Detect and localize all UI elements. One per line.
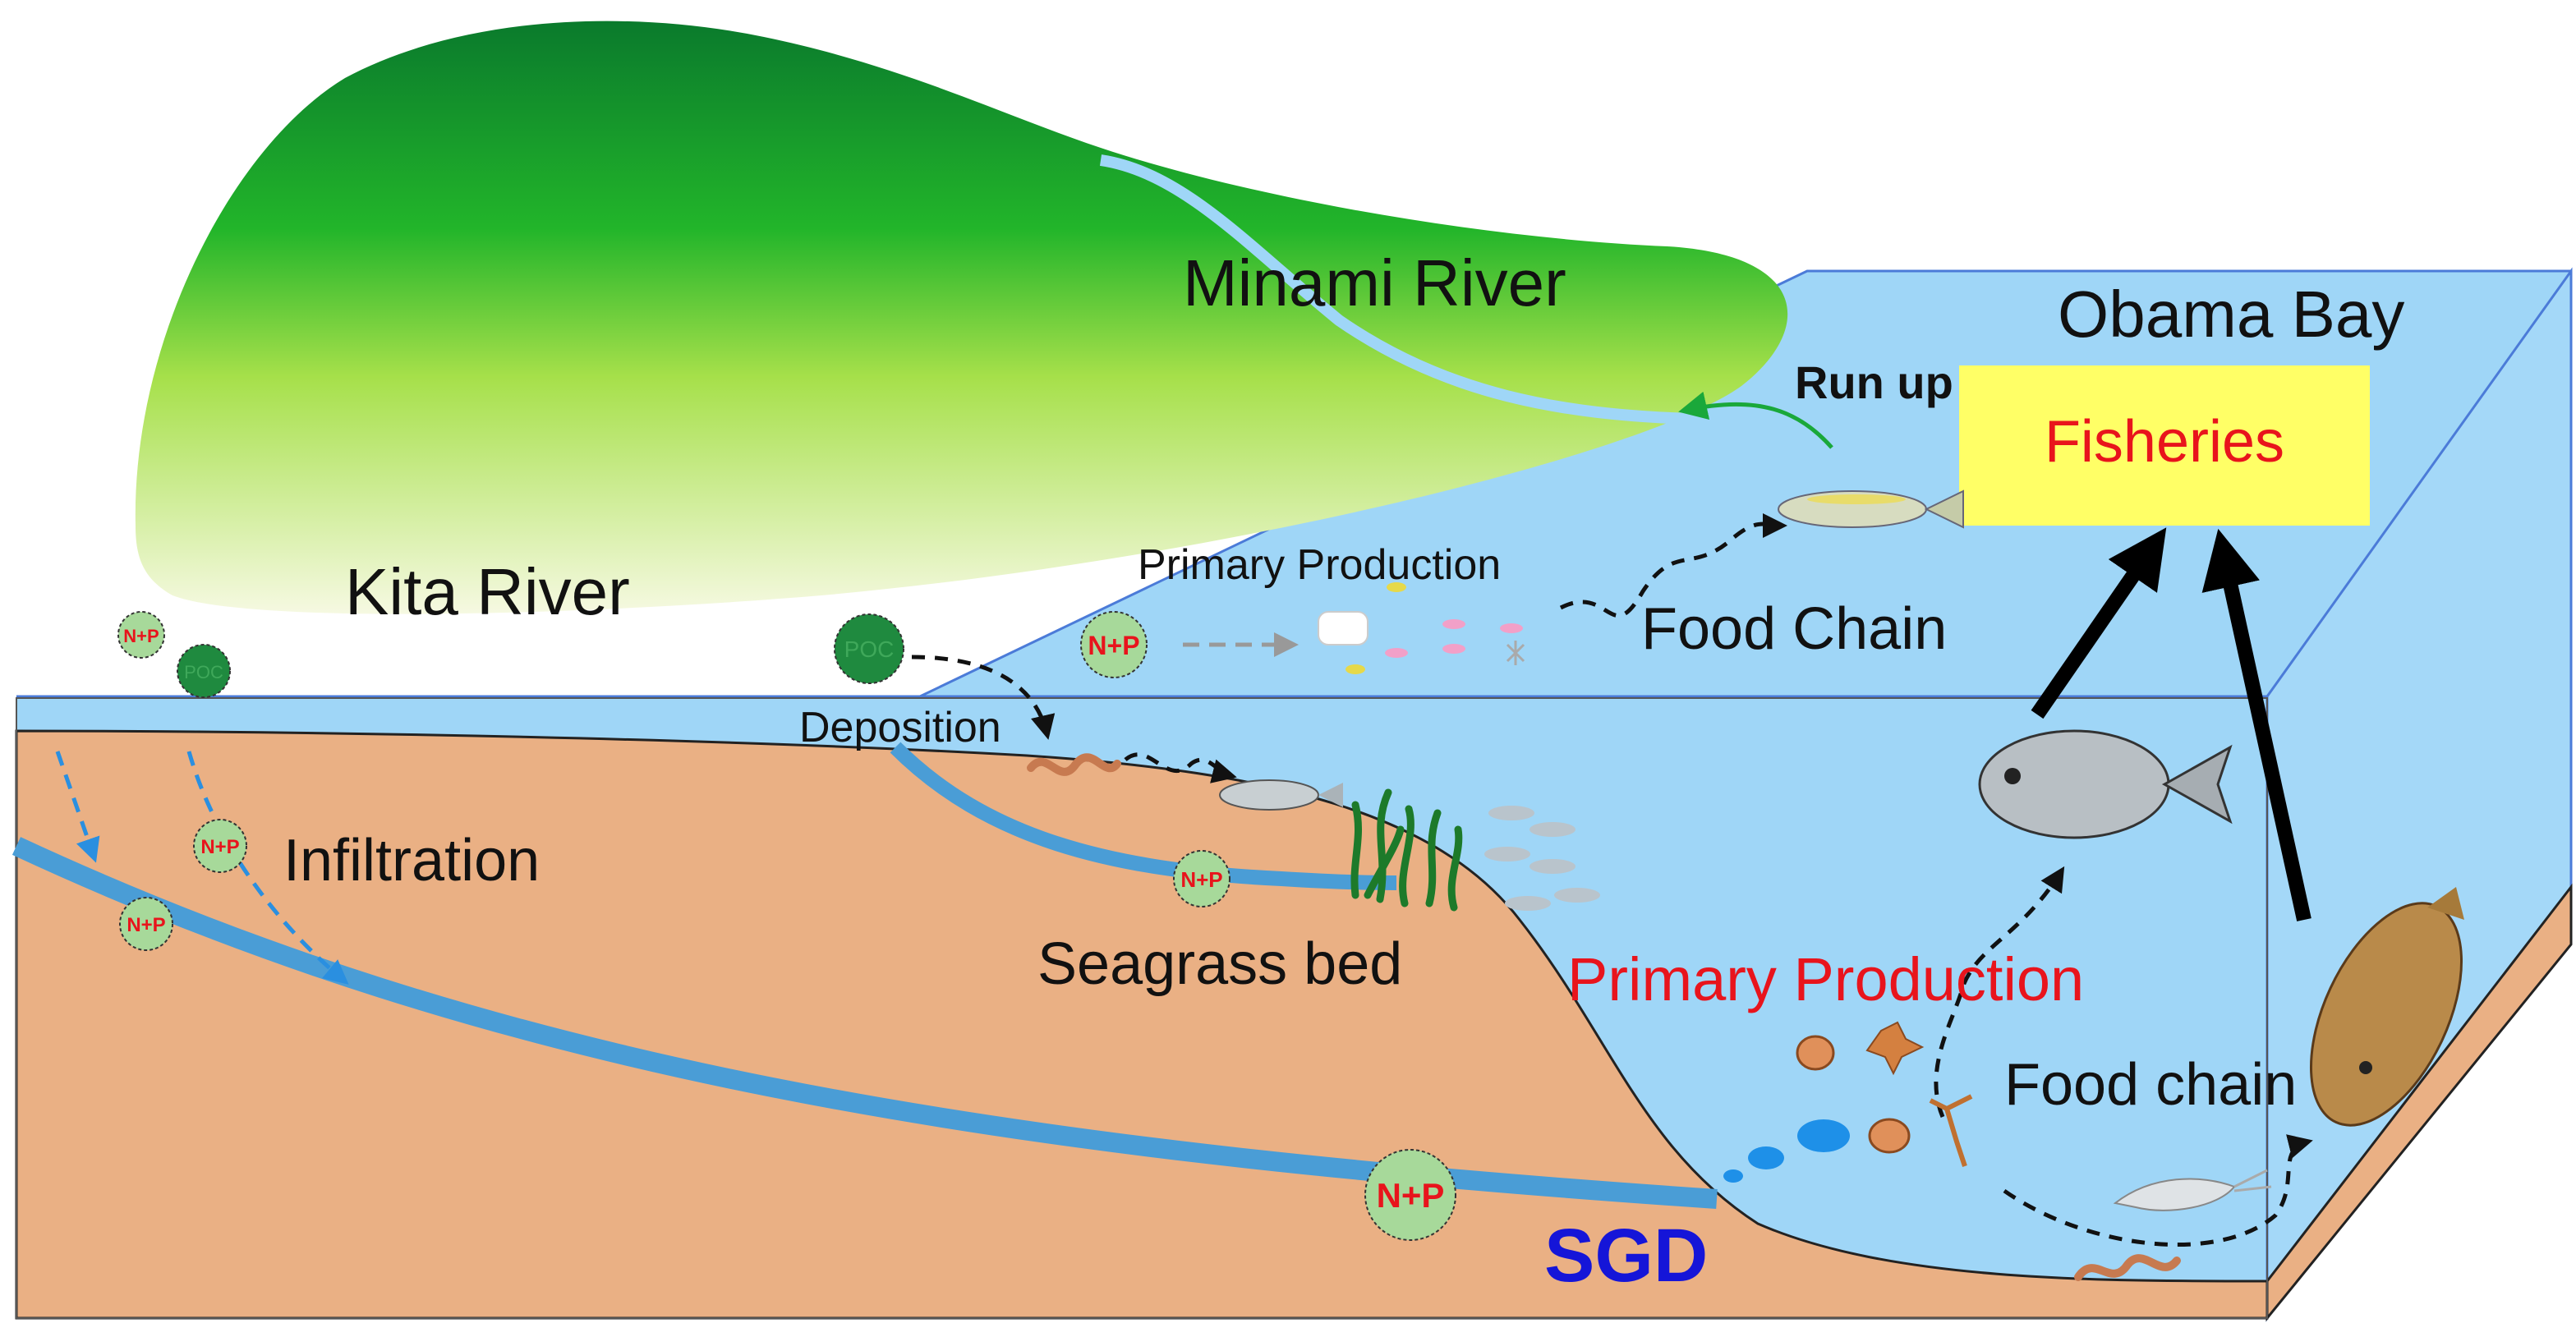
nutrient-poc-1: POC — [177, 644, 231, 698]
worm-icon — [2074, 1254, 2181, 1281]
deposition-label: Deposition — [799, 704, 1001, 751]
sgd-discharge-bubbles — [1723, 1119, 1850, 1183]
np-label: N+P — [1180, 867, 1222, 892]
plankton-surface — [1318, 582, 1525, 674]
fish-school-icon — [1484, 806, 1600, 911]
nutrient-poc-2: POC — [834, 613, 904, 684]
np-label: N+P — [1088, 631, 1139, 660]
np-label: N+P — [126, 914, 165, 936]
food-chain-arrows — [911, 512, 2313, 1247]
np-label: N+P — [200, 836, 239, 858]
fisheries-label: Fisheries — [2045, 409, 2284, 475]
nutrient-np-4: N+P — [119, 897, 173, 951]
food-chain-bottom-label: Food chain — [2004, 1052, 2297, 1118]
run-up-label: Run up — [1795, 356, 1953, 408]
food-chain-top-label: Food Chain — [1641, 596, 1947, 662]
kita-river-label: Kita River — [345, 555, 630, 628]
nutrient-np-3: N+P — [193, 819, 247, 873]
watershed-hill — [135, 21, 1833, 614]
sweetfish-icon — [1778, 489, 1964, 529]
np-label: N+P — [1377, 1176, 1445, 1215]
sea-bream-icon — [1978, 729, 2233, 839]
nutrient-np-6: N+P — [1364, 1149, 1456, 1241]
poc-label: POC — [184, 662, 223, 682]
poc-label: POC — [844, 636, 895, 662]
infiltration-label: Infiltration — [283, 828, 540, 894]
nutrient-np-1: N+P — [117, 611, 165, 659]
minami-river-label: Minami River — [1183, 246, 1566, 319]
nutrient-np-2: N+P — [1080, 611, 1148, 678]
fisheries-arrows — [2031, 527, 2312, 921]
primary-production-bottom-label: Primary Production — [1567, 945, 2084, 1013]
flounder-icon — [2309, 887, 2464, 1127]
primary-production-top-label: Primary Production — [1138, 541, 1501, 589]
obama-bay-label: Obama Bay — [2058, 278, 2404, 351]
shrimp-icon — [2113, 1169, 2272, 1211]
sediment-body — [15, 697, 2573, 1322]
seagrass-icon — [1350, 788, 1463, 912]
nutrient-np-5: N+P — [1173, 850, 1230, 907]
fisheries-box: Fisheries — [1959, 365, 2370, 526]
goby-icon — [1219, 779, 1343, 811]
sgd-label: SGD — [1544, 1214, 1708, 1298]
worm-icon — [1027, 753, 1121, 776]
np-label: N+P — [123, 626, 159, 646]
seagrass-bed-label: Seagrass bed — [1037, 931, 1402, 997]
plankton-bottom — [1796, 1021, 1973, 1167]
